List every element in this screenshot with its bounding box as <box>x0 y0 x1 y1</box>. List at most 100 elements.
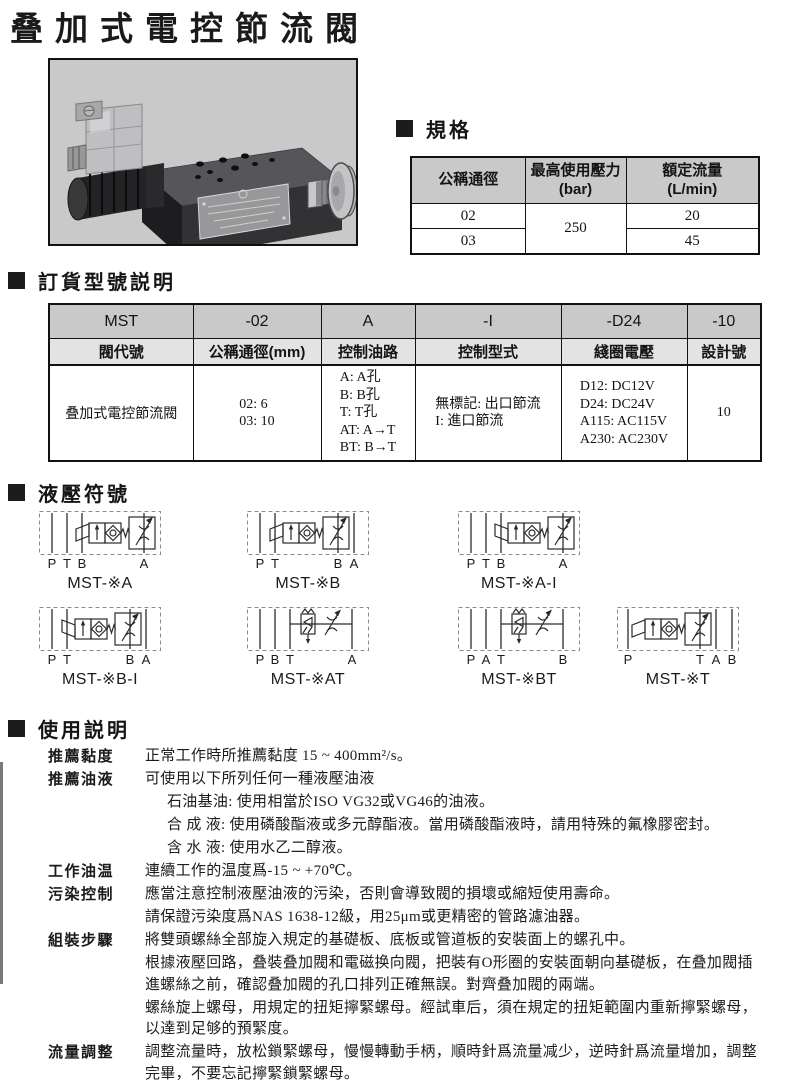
section-title-symbols: 液壓符號 <box>38 484 130 506</box>
ordering-content-voltages: D12: DC12V D24: DC24V A115: AC115V A230:… <box>560 364 688 462</box>
symbol-caption: MST-※B <box>275 575 341 592</box>
symbol-caption: MST-※B-I <box>61 671 139 688</box>
port-label: B <box>497 556 506 571</box>
page-edge-artifact <box>0 762 3 984</box>
usage-row-petroleum-oil: 石油基油: 使用相當於ISO VG32或VG46的油液。 <box>167 794 495 810</box>
usage-row-filtration: 請保證污染度爲NAS 1638-12級，用25μm或更精密的管路濾油器。 <box>145 909 590 925</box>
hydraulic-symbol-diagram: P T B A <box>39 607 161 667</box>
ordering-content-circuits: A: A孔 B: B孔 T: T孔 AT: A→T BT: B→T <box>320 364 416 462</box>
ordering-label-3: 控制型式 <box>414 338 562 366</box>
port-label: B <box>126 652 135 667</box>
section-title-ordering: 訂貨型號説明 <box>38 272 176 294</box>
section-bullet-icon <box>8 720 25 737</box>
ordering-code-2: A <box>320 303 416 339</box>
usage-row-flow-adjust: 流量調整 調整流量時，放松鎖緊螺母，慢慢轉動手柄，順時針爲流量减少，逆時針爲流量… <box>48 1044 758 1082</box>
usage-row-viscosity: 推薦黏度 正常工作時所推薦黏度 15 ~ 400mm²/s。 <box>48 748 413 765</box>
section-bullet-icon <box>8 272 25 289</box>
ordering-code-1: -02 <box>192 303 322 339</box>
port-label: T <box>482 556 490 571</box>
symbol-card-mst-at: P B T A MST-※AT <box>246 606 370 689</box>
port-label: A <box>348 652 357 667</box>
port-label: B <box>728 652 737 667</box>
hydraulic-symbol-diagram: P T B A <box>458 511 580 571</box>
port-label: A <box>559 556 568 571</box>
symbol-card-mst-bt: P A T B MST-※BT <box>457 606 581 689</box>
port-label: B <box>559 652 568 667</box>
usage-row-assembly: 組裝步驟 將雙頭螺絲全部旋入規定的基礎板、底板或管道板的安裝面上的螺孔中。 <box>48 932 635 949</box>
usage-instructions: 推薦黏度 正常工作時所推薦黏度 15 ~ 400mm²/s。 推薦油液 可使用以… <box>48 746 762 1087</box>
usage-row-assembly-3: 螺絲旋上螺母，用規定的扭矩擰緊螺母。經試車后，須在規定的扭矩範圍内重新擰緊螺母，… <box>145 999 758 1038</box>
section-bullet-icon <box>396 120 413 137</box>
port-label: P <box>467 652 476 667</box>
hydraulic-symbol-diagram: P T A B <box>617 607 739 667</box>
spec-flow-02: 20 <box>625 203 760 229</box>
port-label: P <box>467 556 476 571</box>
symbol-caption: MST-※T <box>645 671 711 688</box>
section-header-usage: 使用説明 <box>8 714 130 743</box>
ordering-code-0: MST <box>48 303 194 339</box>
ordering-code-5: -10 <box>686 303 762 339</box>
ordering-content-valve-name: 叠加式電控節流閥 <box>48 364 194 462</box>
port-label: T <box>271 556 279 571</box>
symbol-card-mst-b-i: P T B A MST-※B-I <box>38 606 162 689</box>
symbol-card-mst-t: P T A B MST-※T <box>616 606 740 689</box>
port-label: T <box>63 556 71 571</box>
ordering-label-5: 設計號 <box>686 338 762 366</box>
section-header-symbols: 液壓符號 <box>8 478 130 507</box>
hydraulic-symbol-diagram: P T B A <box>39 511 161 571</box>
port-label: B <box>78 556 87 571</box>
spec-col-flow: 額定流量(L/min) <box>625 156 760 204</box>
ordering-label-1: 公稱通徑(mm) <box>192 338 322 366</box>
ordering-label-0: 閥代號 <box>48 338 194 366</box>
hydraulic-symbol-diagram: P T B A <box>247 511 369 571</box>
port-label: A <box>140 556 149 571</box>
hydraulic-symbol-diagram: P A T B <box>458 607 580 667</box>
section-header-specs: 規格 <box>396 114 472 143</box>
symbol-card-mst-a: P T B A MST-※A <box>38 510 162 593</box>
spec-col-size: 公稱通徑 <box>410 156 526 204</box>
usage-row-contamination: 污染控制 應當注意控制液壓油液的污染，否則會導致閥的損壞或縮短使用壽命。 <box>48 886 620 903</box>
port-label: T <box>286 652 294 667</box>
symbol-caption: MST-※A <box>67 575 133 592</box>
usage-row-synthetic-fluid: 合 成 液: 使用磷酸酯液或多元醇酯液。當用磷酸酯液時，請用特殊的氟橡膠密封。 <box>167 817 720 833</box>
usage-row-fluids: 推薦油液 可使用以下所列任何一種液壓油液 <box>48 771 375 788</box>
ordering-content-sizes: 02: 6 03: 10 <box>192 364 322 462</box>
symbol-caption: MST-※A-I <box>480 575 558 592</box>
ordering-code-3: -I <box>414 303 562 339</box>
port-label: B <box>271 652 280 667</box>
section-header-ordering: 訂貨型號説明 <box>8 266 176 295</box>
spec-col-pressure: 最高使用壓力(bar) <box>524 156 627 204</box>
port-label: P <box>48 556 57 571</box>
spec-table: 公稱通徑 最高使用壓力(bar) 額定流量(L/min) 02 250 20 0… <box>410 156 760 255</box>
port-label: B <box>334 556 343 571</box>
port-label: A <box>350 556 359 571</box>
spec-flow-03: 45 <box>625 228 760 255</box>
ordering-label-4: 綫圈電壓 <box>560 338 688 366</box>
port-label: P <box>256 652 265 667</box>
ordering-label-2: 控制油路 <box>320 338 416 366</box>
port-label: T <box>696 652 704 667</box>
product-photo-illustration <box>50 60 356 244</box>
port-label: T <box>63 652 71 667</box>
usage-row-assembly-2: 根據液壓回路，叠裝叠加閥和電磁换向閥，把裝有O形圈的安裝面朝向基礎板，在叠加閥插… <box>145 955 753 993</box>
port-label: P <box>624 652 633 667</box>
symbol-card-mst-a-i: P T B A MST-※A-I <box>457 510 581 593</box>
port-label: A <box>482 652 491 667</box>
product-photo <box>48 58 358 246</box>
ordering-code-4: -D24 <box>560 303 688 339</box>
symbol-caption: MST-※AT <box>270 671 346 688</box>
port-label: P <box>48 652 57 667</box>
spec-size-03: 03 <box>410 228 526 255</box>
spec-size-02: 02 <box>410 203 526 229</box>
hydraulic-symbol-diagram: P B T A <box>247 607 369 667</box>
ordering-content-control-type: 無標記: 出口節流 I: 進口節流 <box>414 364 562 462</box>
ordering-table: MST -02 A -I -D24 -10 閥代號 公稱通徑(mm) 控制油路 … <box>48 303 762 462</box>
usage-row-water-glycol: 含 水 液: 使用水乙二醇液。 <box>167 840 352 856</box>
ordering-content-design-no: 10 <box>686 364 762 462</box>
port-label: P <box>256 556 265 571</box>
section-bullet-icon <box>8 484 25 501</box>
usage-row-temperature: 工作油温 連續工作的温度爲-15 ~ +70℃。 <box>48 863 362 880</box>
section-title-usage: 使用説明 <box>38 720 130 742</box>
page-title: 叠加式電控節流閥 <box>10 10 370 47</box>
